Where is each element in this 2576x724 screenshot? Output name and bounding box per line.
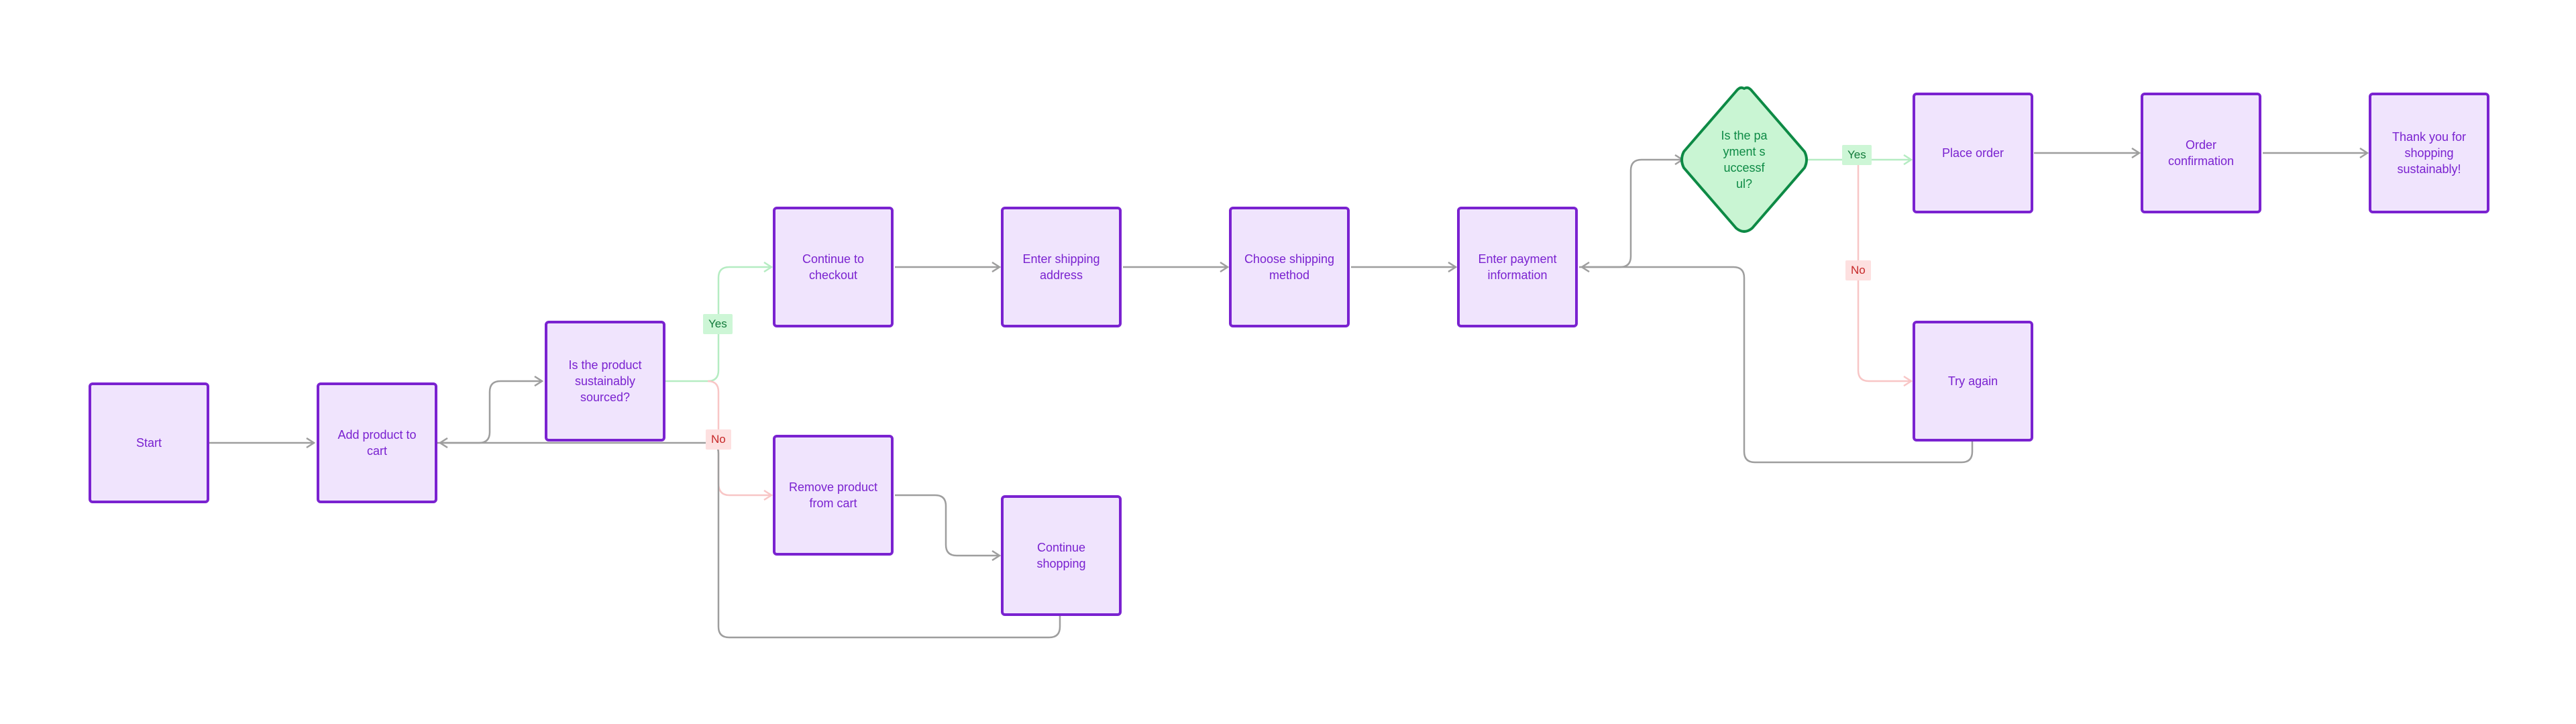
node-thank-you-label: Thank you for shopping sustainably! (2392, 130, 2467, 176)
node-choose-shipping-method[interactable]: Choose shipping method (1229, 207, 1350, 327)
node-add-product-label: Add product to cart (337, 428, 417, 458)
payment-decision-diamond[interactable] (1680, 86, 1808, 233)
node-shipping-address-label: Enter shipping address (1022, 252, 1100, 282)
node-try-again[interactable]: Try again (1913, 321, 2033, 442)
node-start[interactable]: Start (89, 382, 209, 503)
node-continue-shopping[interactable]: Continue shopping (1001, 495, 1122, 616)
node-place-order-label: Place order (1941, 146, 2004, 160)
payment-decision-label: Is the payment successful? (1721, 129, 1768, 191)
node-continue-to-checkout[interactable]: Continue to checkout (773, 207, 894, 327)
node-order-confirmation[interactable]: Order confirmation (2141, 93, 2261, 213)
node-start-label: Start (136, 436, 162, 450)
node-enter-shipping-address[interactable]: Enter shipping address (1001, 207, 1122, 327)
node-remove-label: Remove product from cart (788, 480, 878, 510)
node-payment-info-label: Enter payment information (1478, 252, 1557, 282)
node-remove-product[interactable]: Remove product from cart (773, 435, 894, 556)
node-add-product-to-cart[interactable]: Add product to cart (317, 382, 437, 503)
branch-yes-tag: Yes (703, 314, 733, 334)
payment-decision-text: Is the payment successful? (1704, 119, 1784, 200)
branch-no-tag: No (706, 429, 731, 450)
node-order-confirmation-label: Order confirmation (2167, 138, 2235, 168)
node-continue-shopping-label: Continue shopping (1036, 541, 1086, 570)
edge-decision-no-to-try-again (1857, 160, 1911, 381)
node-place-order[interactable]: Place order (1913, 93, 2033, 213)
branch-no-tag: No (1845, 260, 1871, 280)
edge-add-to-sustainable (437, 381, 542, 444)
edge-try-again-to-payment (1582, 267, 1974, 464)
node-sustainably-sourced-decision[interactable]: Is the product sustainably sourced? (545, 321, 665, 442)
branch-yes-tag: Yes (1842, 145, 1872, 165)
node-checkout-label: Continue to checkout (802, 252, 865, 282)
node-enter-payment-information[interactable]: Enter payment information (1457, 207, 1578, 327)
edge-payment-to-decision (1579, 160, 1682, 268)
edge-remove-to-continue-shopping (895, 494, 1000, 556)
edge-continue-shopping-to-add (440, 443, 1061, 639)
node-shipping-method-label: Choose shipping method (1244, 252, 1335, 282)
node-thank-you[interactable]: Thank you for shopping sustainably! (2369, 93, 2489, 213)
node-sustainable-label: Is the product sustainably sourced? (568, 358, 642, 404)
node-try-again-label: Try again (1947, 374, 1998, 388)
